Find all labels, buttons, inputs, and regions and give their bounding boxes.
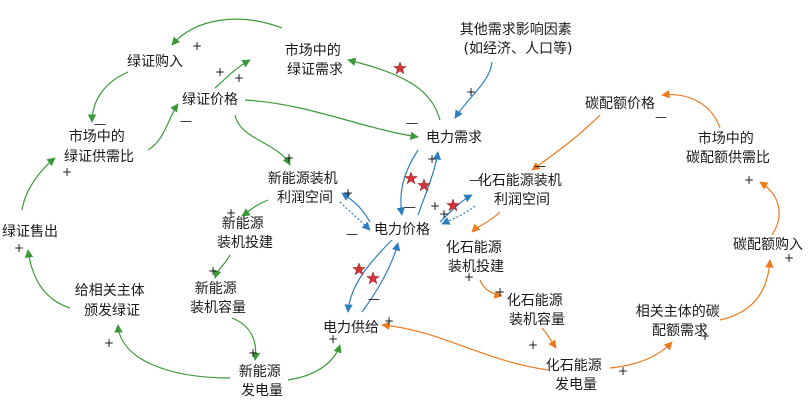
sign-plus: + bbox=[226, 206, 236, 220]
star-icon bbox=[416, 178, 432, 192]
edge-fossilinstall-to-fossilcapacity bbox=[479, 279, 503, 299]
star-icon bbox=[445, 198, 461, 212]
sign-minus: — bbox=[534, 159, 546, 173]
edge-purchase-to-carbonratio bbox=[759, 181, 780, 236]
node-new-generation: 新能源 发电量 bbox=[239, 364, 285, 399]
edge-powerdemand-to-greendemand bbox=[347, 57, 441, 121]
star-icon bbox=[351, 262, 367, 276]
node-fossil-capacity: 化石能源 装机容量 bbox=[507, 293, 567, 328]
node-fossil-generation: 化石能源 发电量 bbox=[546, 358, 606, 393]
node-issue-green: 给相关主体 颁发绿证 bbox=[75, 283, 149, 319]
edge-greenprice-to-newprofit bbox=[234, 114, 291, 166]
sign-plus: + bbox=[215, 65, 225, 79]
edge-fossilgen-to-carbondemand bbox=[609, 341, 673, 369]
node-new-capacity: 新能源 装机容量 bbox=[190, 281, 246, 316]
star-icon bbox=[403, 171, 419, 185]
polarity-signs: + + + — — + + + + + + + + + — — + + — + … bbox=[14, 39, 794, 378]
edge-demand-to-purchase bbox=[171, 18, 283, 46]
sign-minus: — bbox=[346, 227, 358, 241]
node-green-price: 绿证价格 bbox=[182, 92, 238, 108]
node-power-price: 电力价格 bbox=[374, 222, 430, 238]
sign-plus: + bbox=[248, 346, 258, 360]
sign-plus: + bbox=[464, 270, 474, 284]
edge-carbonratio-to-carbonprice bbox=[661, 90, 721, 129]
node-green-purchase: 绿证购入 bbox=[127, 54, 183, 70]
node-new-install: 新能源 装机投建 bbox=[217, 216, 273, 251]
node-fossil-profit: 化石能源装机 利润空间 bbox=[478, 173, 566, 208]
edge-newprofit-to-newinstall bbox=[241, 199, 269, 217]
star-icon bbox=[392, 61, 408, 75]
sign-minus: — bbox=[94, 117, 106, 131]
edge-newinstall-to-newcapacity bbox=[213, 254, 231, 279]
carbon-quota-loop bbox=[381, 90, 780, 371]
sign-plus: + bbox=[234, 71, 244, 85]
sign-plus: + bbox=[495, 285, 505, 299]
edge-issue-to-sale bbox=[24, 249, 71, 309]
sign-minus: — bbox=[406, 116, 418, 130]
edge-carbondemand-to-purchase bbox=[719, 259, 774, 321]
node-power-demand: 电力需求 bbox=[426, 130, 482, 146]
node-market-green-ratio: 市场中的 绿证供需比 bbox=[64, 128, 134, 165]
edge-supply-to-price bbox=[361, 242, 401, 313]
star-markers bbox=[351, 61, 461, 285]
sign-plus: + bbox=[208, 264, 218, 278]
node-carbon-purchase: 碳配额购入 bbox=[733, 237, 803, 253]
edge-newgen-to-issue bbox=[114, 324, 231, 379]
sign-plus: + bbox=[430, 199, 440, 213]
node-market-carbon-ratio: 市场中的 碳配额供需比 bbox=[686, 130, 770, 166]
node-carbon-demand: 相关主体的碳 配额需求 bbox=[636, 304, 724, 339]
node-new-profit: 新能源装机 利润空间 bbox=[268, 171, 342, 206]
edge-price-to-demand bbox=[214, 59, 251, 89]
edge-newprofit-to-price-dotted bbox=[339, 201, 371, 231]
sign-plus: + bbox=[384, 314, 394, 328]
sign-plus: + bbox=[104, 336, 114, 350]
sign-plus: + bbox=[328, 332, 338, 346]
sign-minus: — bbox=[655, 110, 667, 124]
sign-plus: + bbox=[62, 165, 72, 179]
node-fossil-install: 化石能源 装机投建 bbox=[446, 240, 506, 275]
edge-fossilgen-to-supply bbox=[381, 321, 549, 371]
sign-plus: + bbox=[427, 152, 437, 166]
edge-newgen-to-supply bbox=[287, 344, 342, 381]
edge-newcapacity-to-newgen bbox=[231, 317, 261, 361]
sign-plus: + bbox=[14, 241, 24, 255]
node-power-supply: 电力供给 bbox=[323, 320, 379, 336]
sign-plus: + bbox=[618, 364, 628, 378]
sign-plus: + bbox=[439, 207, 449, 221]
edge-carbonprice-to-fossilprofit bbox=[531, 114, 601, 171]
edge-powerdemand-to-price bbox=[396, 149, 419, 216]
edge-sale-to-ratio bbox=[21, 157, 56, 211]
sign-plus: + bbox=[343, 186, 353, 200]
node-green-sale: 绿证售出 bbox=[2, 224, 58, 240]
sign-plus: + bbox=[192, 39, 202, 53]
edge-price-to-newprofit bbox=[341, 192, 371, 223]
green-certificate-loop bbox=[21, 18, 441, 381]
edge-ratio-to-price bbox=[147, 103, 179, 151]
edge-greenprice-to-powerdemand bbox=[244, 99, 419, 140]
sign-plus: + bbox=[528, 338, 538, 352]
node-other-factors: 其他需求影响因素 (如经济、人口等) bbox=[460, 22, 576, 57]
sign-minus: — bbox=[368, 292, 380, 306]
sign-plus: + bbox=[284, 151, 294, 165]
sign-plus: + bbox=[784, 251, 794, 265]
edge-fossilprofit-to-fossilinstall bbox=[471, 211, 501, 233]
nodes: 市场中的 绿证需求 绿证购入 绿证价格 市场中的 绿证供需比 绿证售出 给相关主… bbox=[2, 22, 803, 399]
node-carbon-price: 碳配额价格 bbox=[585, 96, 655, 112]
edge-fossilcapacity-to-fossilgen bbox=[541, 327, 557, 349]
sign-minus: — bbox=[404, 200, 416, 214]
node-market-green-demand: 市场中的 绿证需求 bbox=[285, 42, 345, 78]
sign-minus: — bbox=[180, 114, 192, 128]
edge-otherfactors-to-powerdemand bbox=[454, 61, 493, 119]
sign-minus: — bbox=[469, 173, 481, 187]
star-icon bbox=[365, 271, 381, 285]
edge-purchase-to-ratio bbox=[87, 71, 129, 123]
sign-plus: + bbox=[700, 329, 710, 343]
sign-plus: + bbox=[466, 85, 476, 99]
sign-plus: + bbox=[744, 173, 754, 187]
